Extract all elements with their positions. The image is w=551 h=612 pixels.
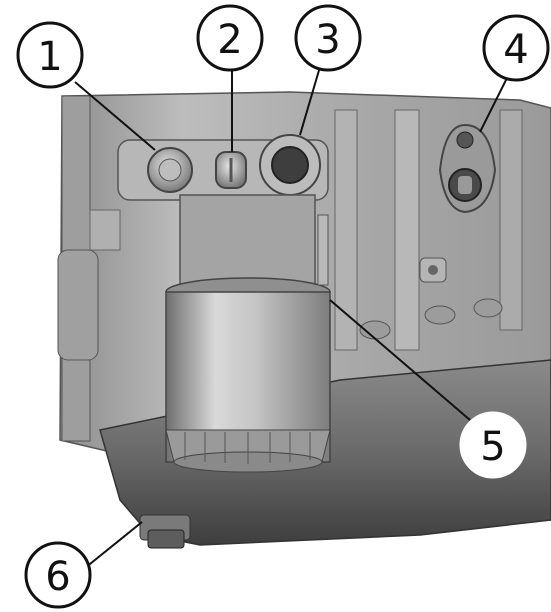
callout-6-label: 6 (45, 554, 70, 600)
oil-port-3 (259, 134, 321, 196)
callout-3: 3 (294, 4, 362, 72)
callout-2: 2 (196, 4, 264, 72)
leader-4 (479, 71, 511, 133)
callout-2-label: 2 (217, 17, 242, 63)
callout-3-label: 3 (315, 17, 340, 63)
callout-4: 4 (482, 14, 550, 82)
callout-1: 1 (16, 21, 84, 89)
oil-filter (165, 194, 331, 473)
dipstick-bracket-4 (438, 123, 497, 214)
callout-5-label: 5 (480, 424, 505, 470)
oil-plug-1 (147, 147, 193, 193)
callout-4-label: 4 (503, 27, 528, 73)
callout-1-label: 1 (37, 34, 62, 80)
leader-6 (84, 521, 143, 569)
leader-5 (329, 299, 471, 421)
oil-sensor-2 (215, 151, 247, 189)
leader-lines (74, 59, 511, 569)
callout-5: 5 (459, 411, 527, 479)
leader-1 (74, 81, 156, 151)
leader-3 (299, 59, 323, 136)
callout-6: 6 (24, 541, 92, 609)
drain-plug (139, 514, 191, 549)
